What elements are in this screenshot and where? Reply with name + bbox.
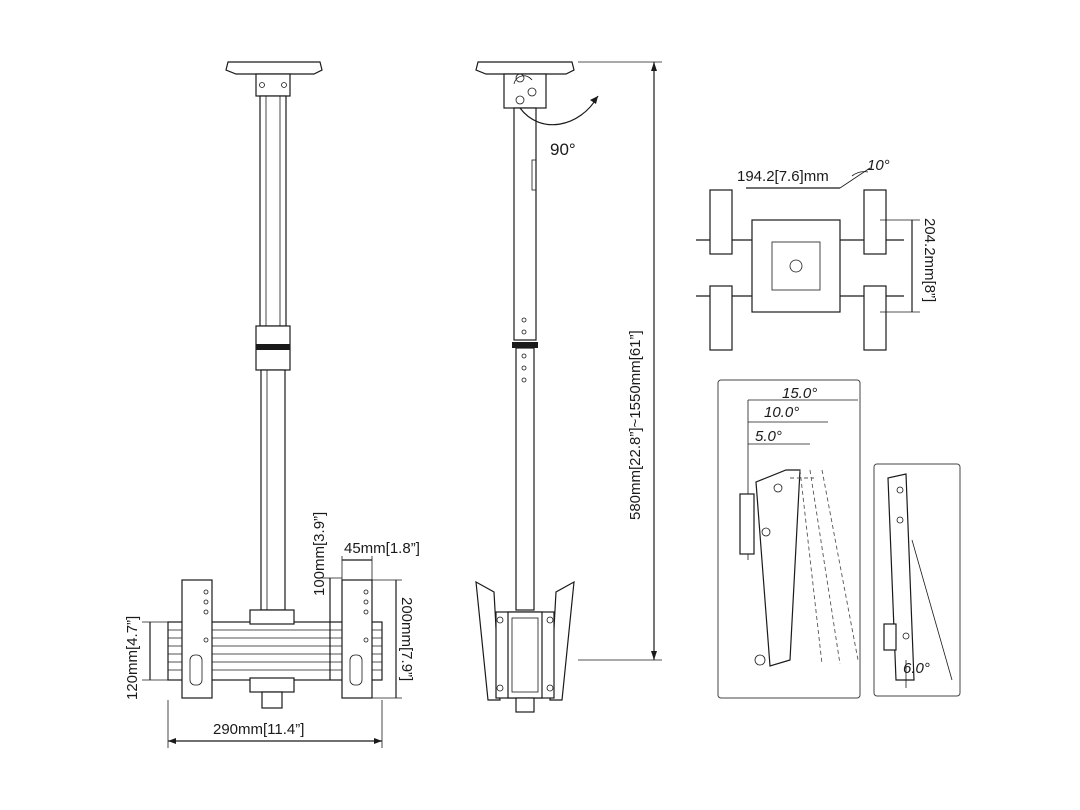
dim-plate-tilt-label: 10° (867, 157, 890, 174)
rotation-label: 90° (550, 140, 576, 159)
tilt-detail-main: 15.0° 10.0° 5.0° (717, 379, 861, 699)
dim-height-label: 580mm[22.8”]~1550mm[61”] (627, 330, 644, 520)
side-ceiling-bracket (503, 73, 547, 109)
side-tilt-bracket (475, 580, 575, 713)
dim-vesa-width: 290mm[11.4”] (167, 700, 383, 748)
side-ceiling-plate (475, 61, 575, 75)
tilt-6-label: 6.0° (903, 660, 930, 677)
dim-vesa-width-label: 290mm[11.4”] (213, 721, 304, 738)
dim-plate-height-label: 204.2mm[8”] (921, 218, 938, 302)
dim-vesa-h-right-label: 200mm[7.9”] (398, 597, 415, 681)
front-ceiling-plate (225, 61, 323, 75)
rotation-arrow (519, 95, 599, 126)
dim-plate-width: 194.2[7.6]mm (737, 168, 840, 189)
front-view: 290mm[11.4”] 120mm[4.7”] 100mm[3.9”] 45m… (124, 61, 420, 748)
dim-plate-tilt: 10° (839, 157, 890, 189)
front-ceiling-bracket (255, 73, 291, 97)
dim-height: 580mm[22.8”]~1550mm[61”] (578, 61, 662, 661)
side-view: 90° 580mm[22.8”]~1550mm[61”] (475, 61, 662, 713)
tilt-15-label: 15.0° (782, 385, 817, 402)
top-view: 194.2[7.6]mm 10° 204.2mm[8”] (696, 157, 938, 351)
front-mount-block (249, 609, 295, 625)
dim-vesa-h-left-label: 120mm[4.7”] (124, 616, 141, 700)
side-upper-pole (513, 107, 537, 341)
front-left-arm (181, 579, 213, 699)
front-upper-pole (259, 95, 287, 327)
side-lower-pole (515, 347, 535, 611)
tilt-5-label: 5.0° (755, 428, 782, 445)
dim-vesa-h-mid: 100mm[3.9”] (311, 512, 342, 680)
front-lower-pole (260, 369, 286, 611)
dim-plate-width-label: 194.2[7.6]mm (737, 168, 829, 185)
tilt-10-label: 10.0° (764, 404, 799, 421)
dim-vesa-h-mid-label: 100mm[3.9”] (311, 512, 328, 596)
top-plate (751, 219, 841, 313)
front-right-arm (341, 579, 373, 699)
dim-vesa-h-left: 120mm[4.7”] (124, 616, 168, 700)
dim-vesa-h-right: 200mm[7.9”] (372, 579, 415, 699)
dim-arm-width-label: 45mm[1.8”] (344, 540, 420, 557)
front-mount-base (249, 677, 295, 693)
tilt-detail-small: 6.0° (873, 463, 961, 697)
dim-arm-width: 45mm[1.8”] (341, 540, 420, 580)
dim-plate-height: 204.2mm[8”] (880, 218, 938, 313)
